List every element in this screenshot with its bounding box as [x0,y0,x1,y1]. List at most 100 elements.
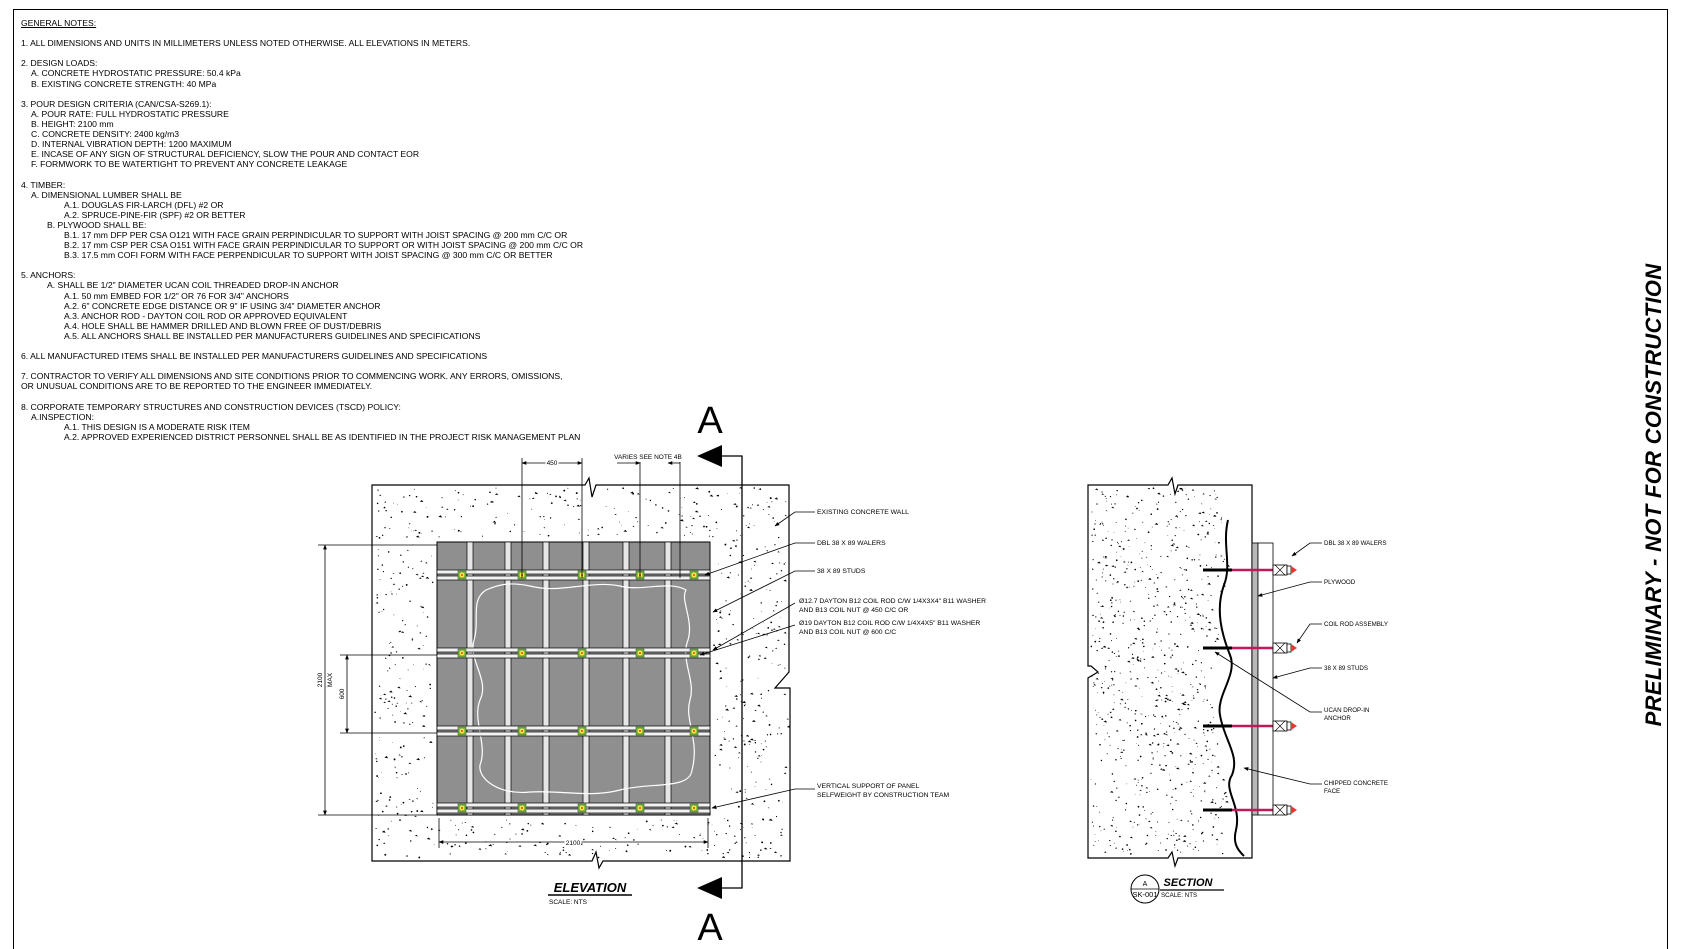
aggregate-mark [1175,832,1177,835]
aggregate-mark [765,788,767,790]
aggregate-mark [719,670,722,673]
aggregate-mark [1105,497,1107,499]
coil-rod-center [639,807,641,809]
aggregate-mark [1129,836,1133,839]
aggregate-mark [1180,783,1183,786]
aggregate-mark [1129,848,1131,851]
aggregate-mark [1146,834,1149,837]
aggregate-mark [630,491,635,494]
aggregate-mark [1180,487,1183,490]
aggregate-mark [397,686,401,689]
aggregate-mark [488,844,493,847]
aggregate-mark [1202,781,1207,784]
aggregate-mark [1195,742,1198,745]
note-line: 4. TIMBER: [21,179,66,190]
aggregate-mark [1110,503,1112,505]
aggregate-mark [1121,691,1124,693]
aggregate-mark [1183,835,1187,838]
aggregate-mark [562,846,565,849]
waler [436,569,711,575]
aggregate-mark [1143,658,1145,661]
aggregate-mark [440,506,444,508]
aggregate-mark [743,515,745,517]
aggregate-mark [1132,610,1134,612]
aggregate-mark [1136,824,1139,826]
aggregate-mark [748,856,751,859]
bubble-sheet: SK-001 [1132,890,1157,899]
aggregate-mark [1137,781,1139,783]
aggregate-mark [1094,841,1096,842]
callout-studs: 38 X 89 STUDS [817,568,866,575]
aggregate-mark [1120,541,1123,543]
aggregate-mark [1138,814,1141,816]
aggregate-mark [1204,745,1208,747]
aggregate-mark [1134,528,1136,531]
aggregate-mark [1142,638,1144,641]
aggregate-mark [679,834,681,835]
aggregate-mark [579,499,581,501]
note-line: B. HEIGHT: 2100 mm [31,118,114,129]
aggregate-mark [765,550,769,552]
aggregate-mark [1202,628,1204,630]
aggregate-mark [1189,589,1193,591]
aggregate-mark [1174,787,1177,790]
aggregate-mark [774,497,779,500]
aggregate-mark [1093,682,1095,684]
aggregate-mark [1185,579,1189,581]
aggregate-mark [740,534,741,536]
note-line: B.3. 17.5 mm COFI FORM WITH FACE PERPEND… [64,250,553,261]
aggregate-mark [1103,851,1107,853]
aggregate-mark [381,564,384,566]
aggregate-mark [408,829,413,832]
aggregate-mark [539,515,541,518]
section-detail-bubble: A SK-001 [1130,874,1160,904]
aggregate-mark [1194,846,1197,849]
note-line: 6. ALL MANUFACTURED ITEMS SHALL BE INSTA… [21,351,488,362]
aggregate-mark [1139,789,1142,792]
aggregate-mark [1190,810,1192,812]
aggregate-mark [1202,615,1204,617]
aggregate-mark [1182,702,1185,705]
aggregate-mark [683,534,685,536]
aggregate-mark [778,727,780,729]
aggregate-mark [1187,588,1190,591]
aggregate-mark [408,798,411,801]
aggregate-mark [1100,759,1103,762]
aggregate-mark [400,554,402,556]
aggregate-mark [509,838,511,840]
aggregate-mark [691,533,693,535]
aggregate-mark [1206,576,1209,578]
aggregate-mark [1169,494,1171,495]
aggregate-mark [709,494,714,497]
aggregate-mark [559,851,561,853]
aggregate-mark [1202,732,1205,734]
aggregate-mark [1179,511,1182,513]
coil-rod-center [581,730,583,732]
section-callout-walers: DBL 38 X 89 WALERS [1324,540,1386,547]
aggregate-mark [1110,544,1112,547]
aggregate-mark [749,655,751,657]
aggregate-mark [1187,820,1190,822]
aggregate-mark [747,656,750,659]
section-cut-line: A A [697,400,743,949]
aggregate-mark [1180,693,1181,695]
aggregate-mark [1174,526,1178,529]
aggregate-mark [417,647,421,650]
aggregate-mark [420,560,423,562]
aggregate-mark [1157,501,1160,503]
aggregate-mark [399,746,402,749]
aggregate-mark [472,831,475,834]
aggregate-mark [715,662,719,665]
rod-end-icon [1291,722,1297,730]
section-rods-group [1203,564,1297,816]
aggregate-mark [492,520,497,523]
aggregate-mark [750,823,754,825]
section-callout-chipped-line-2: FACE [1324,788,1340,795]
aggregate-mark [380,792,382,795]
aggregate-mark [760,602,762,604]
aggregate-mark [1105,500,1108,502]
aggregate-mark [1157,694,1161,697]
aggregate-mark [1194,764,1196,766]
aggregate-mark [769,577,772,580]
aggregate-mark [1139,660,1142,662]
